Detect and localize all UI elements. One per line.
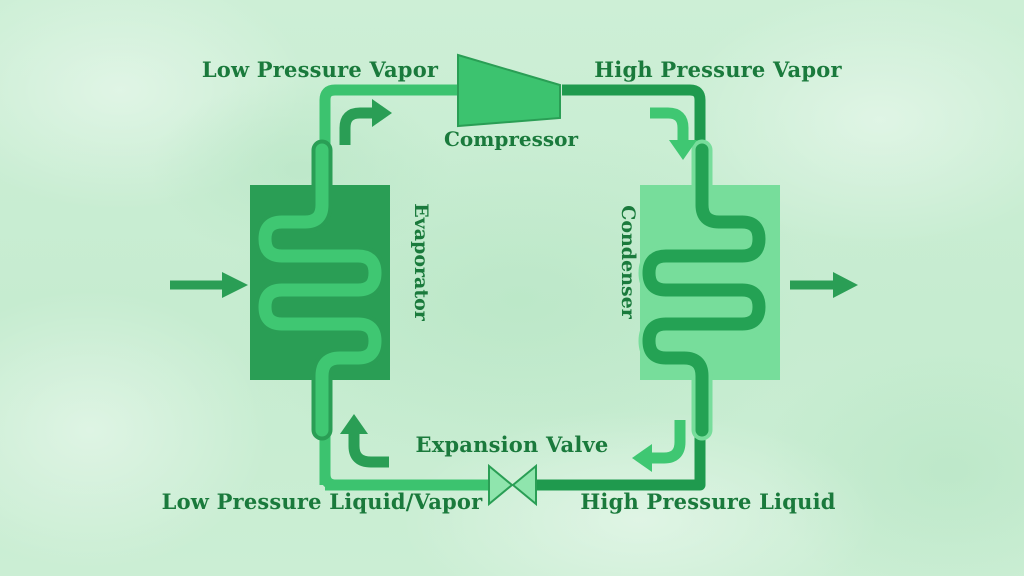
flow-arrow-bottom-left [340, 414, 389, 468]
pipe-evaporator-to-compressor [319, 84, 462, 485]
bg-cloud [0, 290, 270, 570]
label-low-pressure-vapor: Low Pressure Vapor [202, 57, 439, 82]
condenser-component[interactable]: Condenser [617, 150, 780, 430]
outlet-arrow-right [790, 272, 858, 298]
arrow-up-curved-shaft [348, 432, 389, 468]
flow-arrow-bottom-right [632, 420, 686, 472]
condenser-label: Condenser [617, 205, 639, 320]
pipe-compressor-to-condenser-to-valve [537, 84, 706, 491]
arrow-left-curved-shaft [650, 420, 686, 464]
arrow-left-curved-head [632, 444, 652, 472]
bg-cloud [400, 410, 880, 576]
expansion-valve-right-triangle [511, 463, 537, 507]
evaporator-component[interactable]: Evaporator [250, 150, 432, 430]
evaporator-label: Evaporator [410, 203, 432, 322]
label-high-pressure-vapor: High Pressure Vapor [594, 57, 842, 82]
arrow-down-curved-head [669, 140, 697, 160]
compressor-body [457, 53, 561, 128]
label-high-pressure-liquid: High Pressure Liquid [580, 489, 835, 514]
expansion-valve-component[interactable]: Expansion Valve [416, 432, 609, 507]
pipe-corner-bl [319, 460, 350, 491]
expansion-valve-label: Expansion Valve [416, 432, 609, 457]
compressor-label: Compressor [444, 127, 579, 151]
flow-arrow-top-left [339, 99, 392, 145]
compressor-component[interactable]: Compressor [444, 53, 579, 151]
label-low-pressure-liquid-vapor: Low Pressure Liquid/Vapor [162, 489, 484, 514]
arrow-up-curved-head [340, 414, 368, 434]
arrow-right-head [222, 272, 248, 298]
high-pressure-pipe-group [537, 84, 706, 491]
arrow-right-head [833, 272, 858, 298]
arrow-down-curved-shaft [650, 107, 689, 143]
expansion-valve-left-triangle [488, 463, 514, 507]
arrow-right-curved-shaft [339, 107, 375, 145]
flow-arrow-top-right [650, 107, 697, 160]
arrow-right-curved-head [372, 99, 392, 127]
inlet-arrow-left [170, 272, 248, 298]
